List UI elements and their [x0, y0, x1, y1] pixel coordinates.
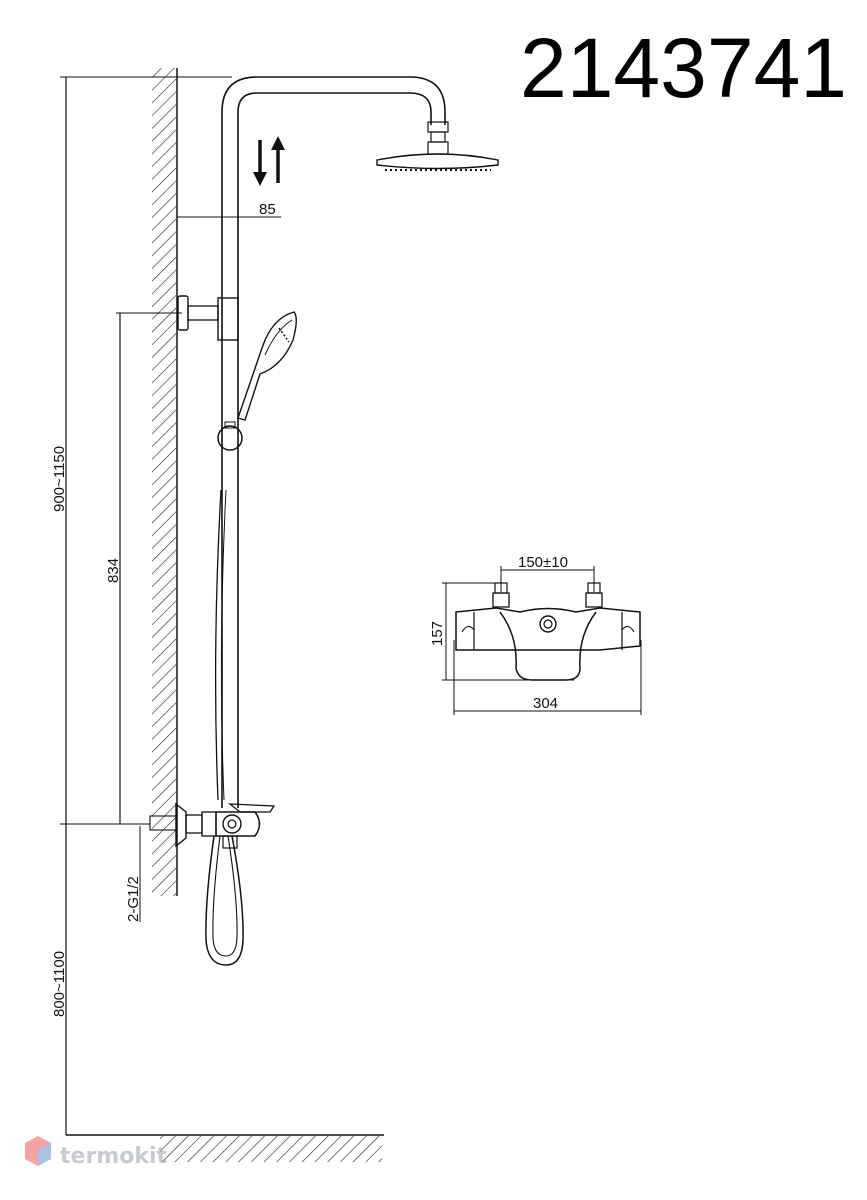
shower-riser-pipe	[221, 76, 449, 808]
total-height-label: 900~1150	[51, 446, 68, 512]
inlet-dimension: 2-G1/2	[125, 826, 142, 922]
termokit-watermark: termokit	[25, 1136, 167, 1169]
mixer-mount-height-label: 800~1100	[51, 951, 68, 1017]
floor	[66, 1134, 384, 1162]
flow-direction-icon	[253, 136, 285, 186]
termokit-watermark-text: termokit	[60, 1144, 167, 1169]
upper-wall-bracket	[177, 295, 239, 341]
wall	[152, 68, 178, 896]
slide-holder	[217, 421, 243, 451]
arm-projection-dimension: 85	[177, 201, 281, 218]
mixer-width-label: 304	[533, 695, 558, 712]
mixer-side-view	[149, 802, 276, 849]
bracket-spacing-label: 834	[105, 558, 122, 583]
bracket-spacing-dimension: 834	[105, 312, 182, 824]
arm-projection-label: 85	[259, 201, 276, 218]
inlet-spacing-label: 150±10	[518, 554, 568, 571]
hand-shower	[237, 311, 297, 421]
inlet-connection-label: 2-G1/2	[125, 876, 142, 922]
overhead-shower-head	[376, 141, 499, 171]
mixer-height-label: 157	[429, 621, 446, 646]
mixer-front-view: 150±10 157 304	[429, 554, 642, 715]
model-number: 2143741	[520, 21, 847, 115]
total-height-dimension: 900~1150 800~1100	[51, 76, 232, 1135]
shower-hose	[205, 489, 244, 966]
